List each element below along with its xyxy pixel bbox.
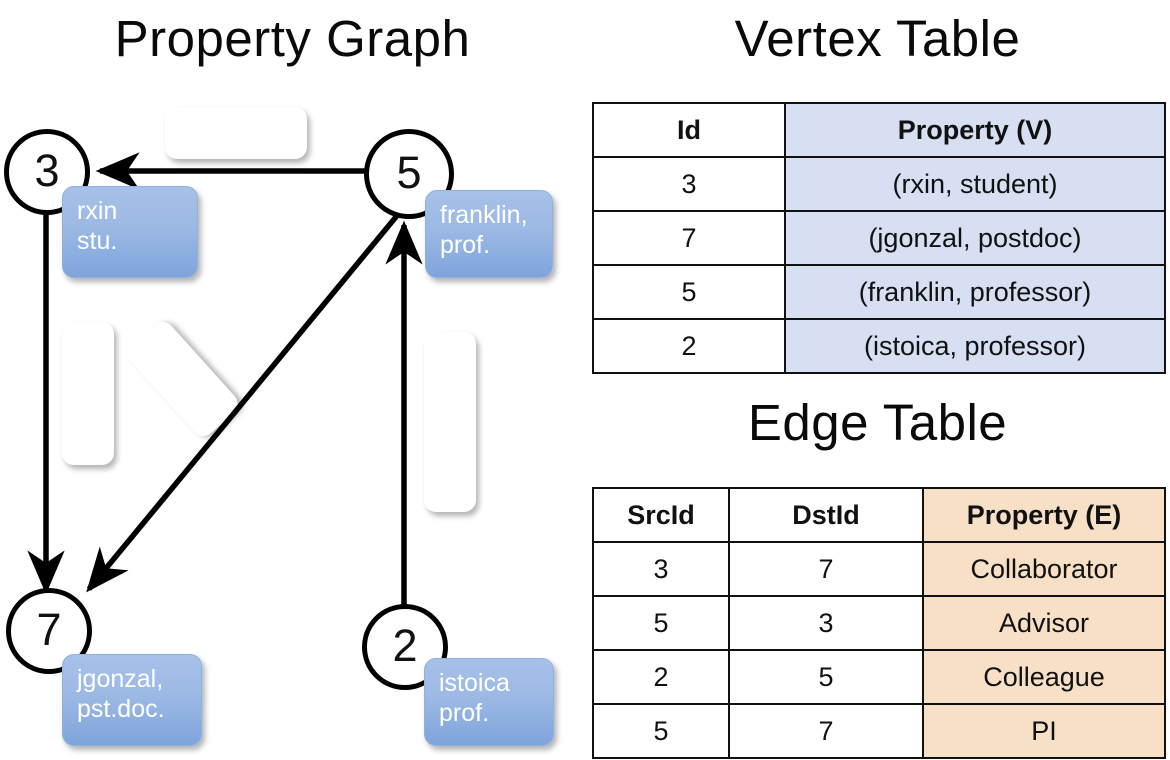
edge-table-cell-dstid: 7	[728, 703, 924, 759]
edge-label-colleague: Colleague	[424, 332, 476, 512]
edge-table-header-dstid: DstId	[728, 487, 924, 543]
edge-table-cell-property: Colleague	[922, 649, 1166, 705]
vertex-callout-franklin-line1: franklin,	[440, 201, 528, 229]
page-title-vertex-table: Vertex Table	[734, 10, 1021, 67]
edge-table: SrcId DstId Property (E) 3 7 Collaborato…	[592, 487, 1166, 759]
vertex-callout-istoica-line1: istoica	[439, 669, 510, 697]
graph-node-5-label: 5	[396, 146, 422, 198]
edge-table-header-row: SrcId DstId Property (E)	[592, 487, 1166, 543]
vertex-table-cell-id: 2	[592, 318, 786, 374]
edge-label-colleague-text: Colleague	[436, 365, 464, 479]
vertex-callout-istoica: istoica prof.	[424, 658, 554, 746]
edge-table-cell-property: Collaborator	[922, 541, 1166, 597]
edge-table-header-srcid: SrcId	[592, 487, 730, 543]
vertex-table-header-row: Id Property (V)	[592, 102, 1166, 158]
graph-node-7-label: 7	[36, 603, 62, 655]
graph-node-2[interactable]: 2	[362, 604, 448, 690]
vertex-callout-istoica-line2: prof.	[439, 699, 490, 727]
edge-table-cell-dstid: 7	[728, 541, 924, 597]
table-row: 3 7 Collaborator	[592, 541, 1166, 597]
vertex-table-cell-property: (istoica, professor)	[784, 318, 1166, 374]
edge-table-header-property: Property (E)	[922, 487, 1166, 543]
property-graph-diagram: Advisor Collab. PI Colleague 3 5 7 2 rxi…	[4, 107, 554, 746]
table-row: 7 (jgonzal, postdoc)	[592, 210, 1166, 266]
vertex-callout-franklin-line2: prof.	[440, 231, 491, 259]
edge-label-pi-text: PI	[164, 360, 202, 398]
vertex-table-cell-id: 7	[592, 210, 786, 266]
edge-table-cell-dstid: 5	[728, 649, 924, 705]
vertex-table-cell-property: (franklin, professor)	[784, 264, 1166, 320]
table-row: 5 3 Advisor	[592, 595, 1166, 651]
vertex-table-cell-property: (jgonzal, postdoc)	[784, 210, 1166, 266]
table-row: 2 5 Colleague	[592, 649, 1166, 705]
edge-table-cell-dstid: 3	[728, 595, 924, 651]
edge-label-collab-text: Collab.	[74, 354, 102, 433]
vertex-callout-rxin: rxin stu.	[62, 186, 198, 278]
vertex-table-cell-property: (rxin, student)	[784, 156, 1166, 212]
edge-table-cell-srcid: 5	[592, 703, 730, 759]
vertex-callout-rxin-line2: stu.	[77, 227, 118, 255]
vertex-table-header-id: Id	[592, 102, 786, 158]
vertex-table-cell-id: 3	[592, 156, 786, 212]
vertex-table: Id Property (V) 3 (rxin, student) 7 (jgo…	[592, 102, 1166, 374]
edge-5-to-7	[86, 210, 403, 593]
edge-label-advisor: Advisor	[165, 107, 307, 159]
edge-table-cell-property: Advisor	[922, 595, 1166, 651]
vertex-table-cell-id: 5	[592, 264, 786, 320]
vertex-callout-jgonzal: jgonzal, pst.doc.	[62, 654, 202, 746]
vertex-table-header-property: Property (V)	[784, 102, 1166, 158]
edge-label-collab: Collab.	[62, 322, 114, 465]
table-row: 2 (istoica, professor)	[592, 318, 1166, 374]
table-row: 5 7 PI	[592, 703, 1166, 759]
graph-edges-layer	[27, 152, 423, 606]
table-row: 3 (rxin, student)	[592, 156, 1166, 212]
graph-node-5[interactable]: 5	[364, 129, 454, 219]
edge-table-cell-srcid: 2	[592, 649, 730, 705]
edge-table-cell-srcid: 5	[592, 595, 730, 651]
vertex-callout-rxin-line1: rxin	[77, 197, 118, 225]
graph-node-3-label: 3	[34, 144, 60, 196]
vertex-callout-jgonzal-line2: pst.doc.	[77, 695, 165, 723]
edge-table-cell-property: PI	[922, 703, 1166, 759]
vertex-callout-jgonzal-line1: jgonzal,	[77, 665, 164, 693]
edge-label-advisor-text: Advisor	[194, 119, 278, 147]
vertex-callout-franklin: franklin, prof.	[425, 190, 553, 278]
graph-node-2-label: 2	[392, 619, 418, 671]
page-title-edge-table: Edge Table	[747, 394, 1008, 451]
table-row: 5 (franklin, professor)	[592, 264, 1166, 320]
page-title-property-graph: Property Graph	[114, 10, 471, 67]
edge-table-cell-srcid: 3	[592, 541, 730, 597]
